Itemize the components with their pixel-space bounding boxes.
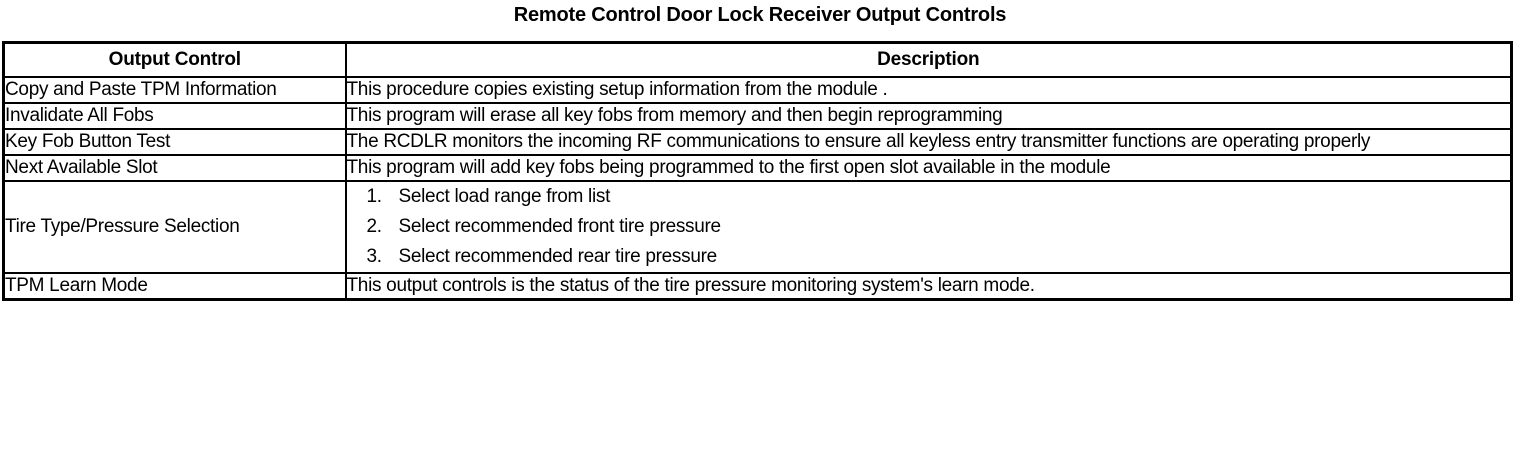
list-item: Select recommended front tire pressure [367,212,722,242]
description-text: This program will add key fobs being pro… [346,157,1111,178]
column-header-output-control: Output Control [2,41,347,78]
cell-output-control: Key Fob Button Test [2,128,347,156]
output-control-name: TPM Learn Mode [5,275,148,296]
cell-description: This procedure copies existing setup inf… [344,76,1513,104]
table-row: TPM Learn Mode This output controls is t… [2,272,1513,301]
table-row: Key Fob Button Test The RCDLR monitors t… [2,128,1513,156]
description-text: This program will erase all key fobs fro… [346,105,1003,126]
table-row: Invalidate All Fobs This program will er… [2,102,1513,130]
procedure-step-list: Select load range from list Select recom… [347,182,1511,272]
list-item: Select load range from list [367,182,611,212]
description-text: This procedure copies existing setup inf… [346,79,888,100]
description-text: This output controls is the status of th… [346,275,1036,296]
cell-output-control: Next Available Slot [2,154,347,182]
list-item: Select recommended rear tire pressure [367,242,718,272]
output-control-name: Key Fob Button Test [5,131,171,152]
table-row: Copy and Paste TPM Information This proc… [2,76,1513,104]
cell-output-control: Invalidate All Fobs [2,102,347,130]
output-controls-table: Output Control Description Copy and Past… [2,41,1513,301]
cell-description: This program will add key fobs being pro… [344,154,1513,182]
cell-description: This program will erase all key fobs fro… [344,102,1513,130]
column-header-description: Description [344,41,1513,78]
table-row: Tire Type/Pressure Selection Select load… [2,180,1513,274]
output-control-name: Next Available Slot [5,157,158,178]
cell-output-control: Tire Type/Pressure Selection [2,180,347,274]
output-control-name: Invalidate All Fobs [5,105,154,126]
cell-description: Select load range from list Select recom… [344,180,1513,274]
output-control-name: Copy and Paste TPM Information [5,79,277,100]
table-header-row: Output Control Description [2,41,1513,78]
table-row: Next Available Slot This program will ad… [2,154,1513,182]
page-title: Remote Control Door Lock Receiver Output… [513,4,1007,26]
cell-output-control: Copy and Paste TPM Information [2,76,347,104]
cell-description: This output controls is the status of th… [344,272,1513,301]
output-controls-table-wrapper: Output Control Description Copy and Past… [2,41,1513,301]
description-text: The RCDLR monitors the incoming RF commu… [346,131,1371,152]
output-control-name: Tire Type/Pressure Selection [5,216,240,237]
cell-output-control: TPM Learn Mode [2,272,347,301]
cell-description: The RCDLR monitors the incoming RF commu… [344,128,1513,156]
